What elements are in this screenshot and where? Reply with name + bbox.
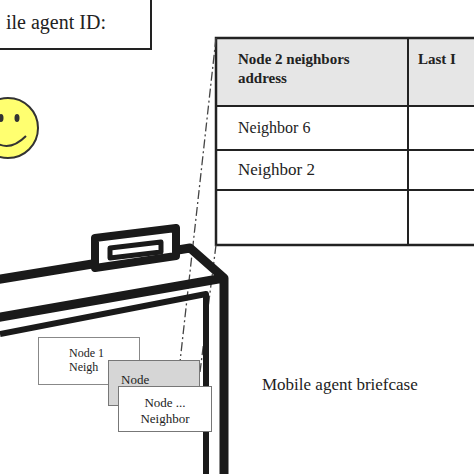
node-text: Node 1 Neigh [69, 346, 113, 375]
table-rule [216, 105, 474, 107]
table-header-cell: Last I [418, 50, 474, 69]
neighbor-table [216, 38, 474, 245]
agent-id-box: ile agent ID: [0, 0, 152, 50]
table-border [216, 38, 474, 245]
briefcase [0, 228, 224, 474]
table-rule [407, 38, 409, 245]
face [0, 98, 38, 158]
leader-line [180, 38, 216, 362]
table-header-fill [216, 38, 474, 106]
eye [0, 114, 4, 122]
node-text: ile agent ID: [6, 10, 144, 34]
handle-slot [110, 242, 161, 258]
briefcase-front [0, 294, 206, 474]
paper-sheet: Node ... Neighbor [118, 386, 212, 432]
eye [15, 114, 20, 122]
leader-lines [180, 38, 216, 372]
table-rule [216, 149, 474, 151]
node-text: Node ... Neighbor [130, 395, 200, 426]
table-cell: Neighbor 6 [238, 118, 398, 138]
caption-label: Mobile agent briefcase [262, 374, 474, 395]
table-cell: Neighbor 2 [238, 159, 398, 180]
table-rule [216, 189, 474, 191]
smile [0, 136, 26, 146]
briefcase-handle [95, 228, 176, 268]
smiley-face [0, 98, 38, 158]
table-header-cell: Node 2 neighbors address [238, 50, 398, 88]
briefcase-body [0, 248, 224, 474]
